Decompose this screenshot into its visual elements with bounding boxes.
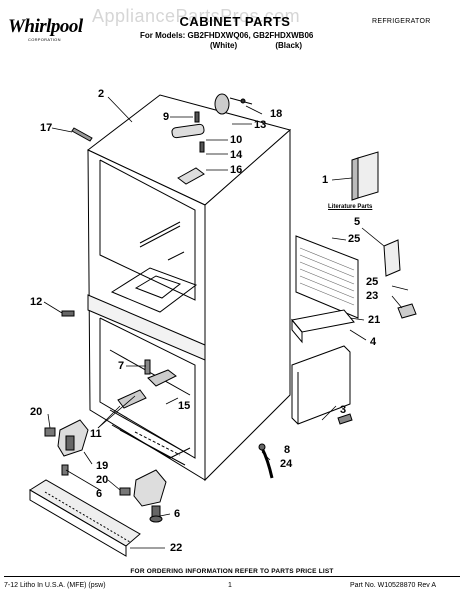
callout-10: 10	[230, 134, 243, 146]
callout-6b: 6	[174, 508, 181, 520]
callout-17: 17	[40, 122, 53, 134]
literature-parts-label: Literature Parts	[328, 204, 373, 210]
callout-20a: 20	[30, 406, 43, 418]
callout-15: 15	[178, 400, 191, 412]
callout-19: 19	[96, 460, 109, 472]
callout-14: 14	[230, 149, 243, 161]
callout-2: 2	[98, 88, 105, 100]
callout-13: 13	[254, 119, 267, 131]
whirlpool-logo: Whirlpool CORPORATION	[8, 16, 83, 42]
callout-25b: 25	[366, 276, 379, 288]
color-variants: (White) (Black)	[210, 41, 338, 50]
callout-16: 16	[230, 164, 243, 176]
variant-black: (Black)	[275, 41, 303, 50]
brand-name: Whirlpool	[8, 16, 83, 37]
callout-9: 9	[163, 111, 170, 123]
footer-litho: 7-12 Litho In U.S.A. (MFE) (psw)	[4, 582, 106, 589]
page-number: 1	[228, 582, 232, 589]
ordering-note: FOR ORDERING INFORMATION REFER TO PARTS …	[130, 568, 334, 575]
callout-8: 8	[284, 444, 291, 456]
callout-6a: 6	[96, 488, 103, 500]
footer-divider	[4, 576, 460, 577]
callout-18: 18	[270, 108, 283, 120]
callout-25a: 25	[348, 233, 361, 245]
callout-24: 24	[280, 458, 293, 470]
appliance-type: REFRIGERATOR	[372, 18, 431, 25]
callout-11: 11	[90, 428, 102, 440]
callout-5: 5	[354, 216, 361, 228]
callout-3: 3	[340, 404, 347, 416]
callout-20b: 20	[96, 474, 109, 486]
cabinet-shell	[29, 93, 417, 557]
callout-4: 4	[370, 336, 377, 348]
callout-22: 22	[170, 542, 183, 554]
callout-23: 23	[366, 290, 379, 302]
callout-21: 21	[368, 314, 381, 326]
part-number: Part No. W10528870 Rev A	[350, 582, 436, 589]
models-line: For Models: GB2FHDXWQ06, GB2FHDXWB06	[140, 31, 314, 40]
callout-7: 7	[118, 360, 125, 372]
callout-1: 1	[322, 174, 329, 186]
callout-12: 12	[30, 296, 43, 308]
page-title: CABINET PARTS	[179, 14, 291, 29]
brand-sub: CORPORATION	[28, 37, 61, 42]
variant-white: (White)	[210, 41, 238, 50]
watermark-text: AppliancePartsPros.com	[92, 6, 301, 26]
